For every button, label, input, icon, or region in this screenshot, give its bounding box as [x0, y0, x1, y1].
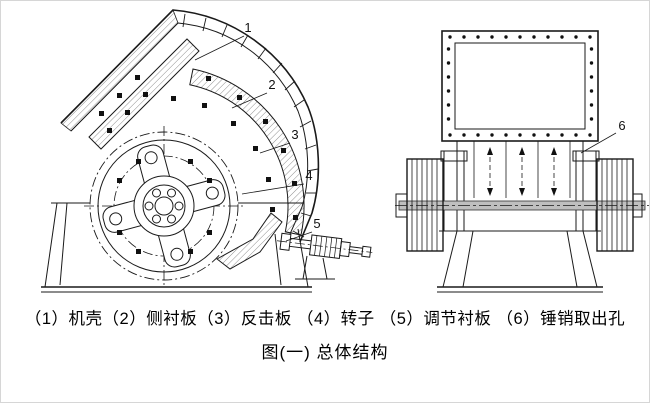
hammer-pin	[170, 247, 184, 261]
leader-line-2	[231, 92, 268, 109]
feed-box-inner	[454, 42, 586, 130]
hammer-pin	[205, 186, 219, 200]
part-label-6: 6	[618, 118, 625, 133]
right-pulley	[596, 158, 643, 252]
bearing-columns	[440, 150, 600, 232]
leader-line-5	[285, 231, 313, 242]
part-label-2: 2	[268, 77, 275, 92]
leader-line-3	[259, 142, 291, 154]
part-label-1: 1	[244, 20, 251, 35]
left-pulley	[395, 158, 444, 252]
part-label-4: 4	[305, 168, 312, 183]
support-legs	[437, 230, 603, 293]
leader-line-1	[194, 35, 245, 61]
left-sectional-view: 1 2 3 4 5	[41, 9, 373, 293]
leader-line-6	[580, 132, 617, 154]
adjusting-liner-plate	[216, 212, 283, 270]
leader-lines-left	[194, 35, 313, 242]
leader-line-4	[241, 183, 305, 195]
hammer-pin	[144, 151, 158, 165]
pin-removal-axes	[487, 147, 557, 196]
feed-box-bolts	[446, 35, 594, 137]
impact-liner-arc	[189, 68, 305, 236]
rotor	[84, 126, 244, 286]
part-label-5: 5	[313, 216, 320, 231]
base-pedestal	[41, 202, 312, 293]
right-front-view: 6	[395, 30, 649, 293]
technical-drawing: 1 2 3 4 5	[41, 9, 649, 293]
caption-parts: （1）机壳（2）侧衬板（3）反击板 （4）转子 （5）调节衬板 （6）锤销取出孔	[24, 310, 626, 328]
casing-wall-hatch	[60, 9, 179, 132]
liner-bolt-squares	[99, 75, 298, 254]
caption-title: 图(一) 总体结构	[261, 343, 389, 362]
casing-inner-shell	[70, 22, 309, 235]
adjusting-mechanism	[276, 232, 373, 260]
casing-outer-shell	[60, 9, 320, 243]
hammer-pin	[109, 212, 123, 226]
feed-box-outer	[441, 30, 599, 142]
part-label-3: 3	[291, 127, 298, 142]
mechanism-support	[295, 255, 335, 280]
